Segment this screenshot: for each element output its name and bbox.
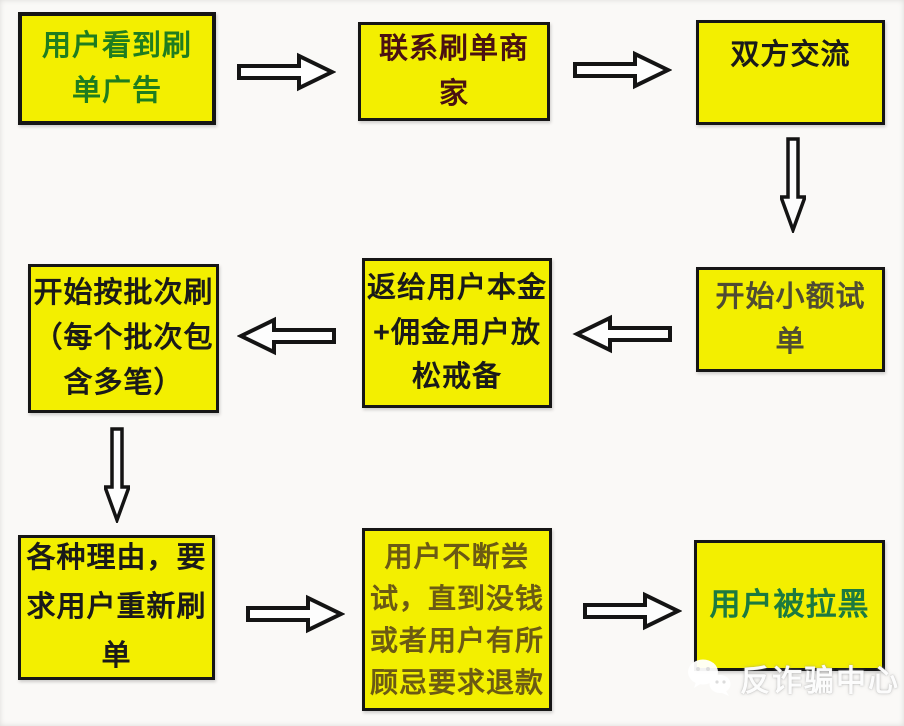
node-communicate: 双方交流: [696, 20, 885, 125]
node-blacklisted: 用户被拉黑: [694, 540, 885, 671]
node-keep-trying-label: 用户不断尝 试，直到没钱 或者用户有所 顾忌要求退款: [369, 540, 544, 698]
node-communicate-label: 双方交流: [730, 39, 851, 71]
arrow-right-icon: [237, 52, 336, 92]
node-return-principal: 返给用户本金 +佣金用户放 松戒备: [362, 258, 552, 408]
node-small-trial: 开始小额试 单: [696, 267, 885, 372]
node-see-ad-label: 用户看到刷 单广告: [41, 29, 192, 107]
node-contact-merchant-label: 联系刷单商 家: [378, 32, 529, 110]
node-blacklisted-label: 用户被拉黑: [709, 587, 870, 623]
arrow-down-icon: [780, 137, 806, 233]
arrow-right-icon: [583, 591, 682, 631]
node-small-trial-label: 开始小额试 单: [715, 280, 866, 358]
node-excuses-label: 各种理由，要 求用户重新刷 单: [26, 541, 207, 673]
wechat-icon: [688, 659, 731, 696]
arrow-down-icon: [104, 427, 130, 523]
arrow-right-icon: [573, 50, 672, 90]
node-batch-orders: 开始按批次刷 （每个批次包 含多笔）: [28, 264, 219, 413]
arrow-left-icon: [237, 316, 336, 356]
node-keep-trying: 用户不断尝 试，直到没钱 或者用户有所 顾忌要求退款: [362, 528, 552, 711]
node-batch-orders-label: 开始按批次刷 （每个批次包 含多笔）: [33, 277, 214, 399]
arrow-left-icon: [572, 314, 672, 354]
node-return-principal-label: 返给用户本金 +佣金用户放 松戒备: [366, 271, 547, 394]
node-excuses: 各种理由，要 求用户重新刷 单: [18, 535, 215, 680]
arrow-right-icon: [246, 594, 345, 634]
node-contact-merchant: 联系刷单商 家: [358, 22, 550, 121]
watermark-text: 反诈骗中心: [740, 665, 900, 698]
node-see-ad: 用户看到刷 单广告: [18, 12, 216, 125]
watermark: 反诈骗中心: [686, 656, 900, 700]
